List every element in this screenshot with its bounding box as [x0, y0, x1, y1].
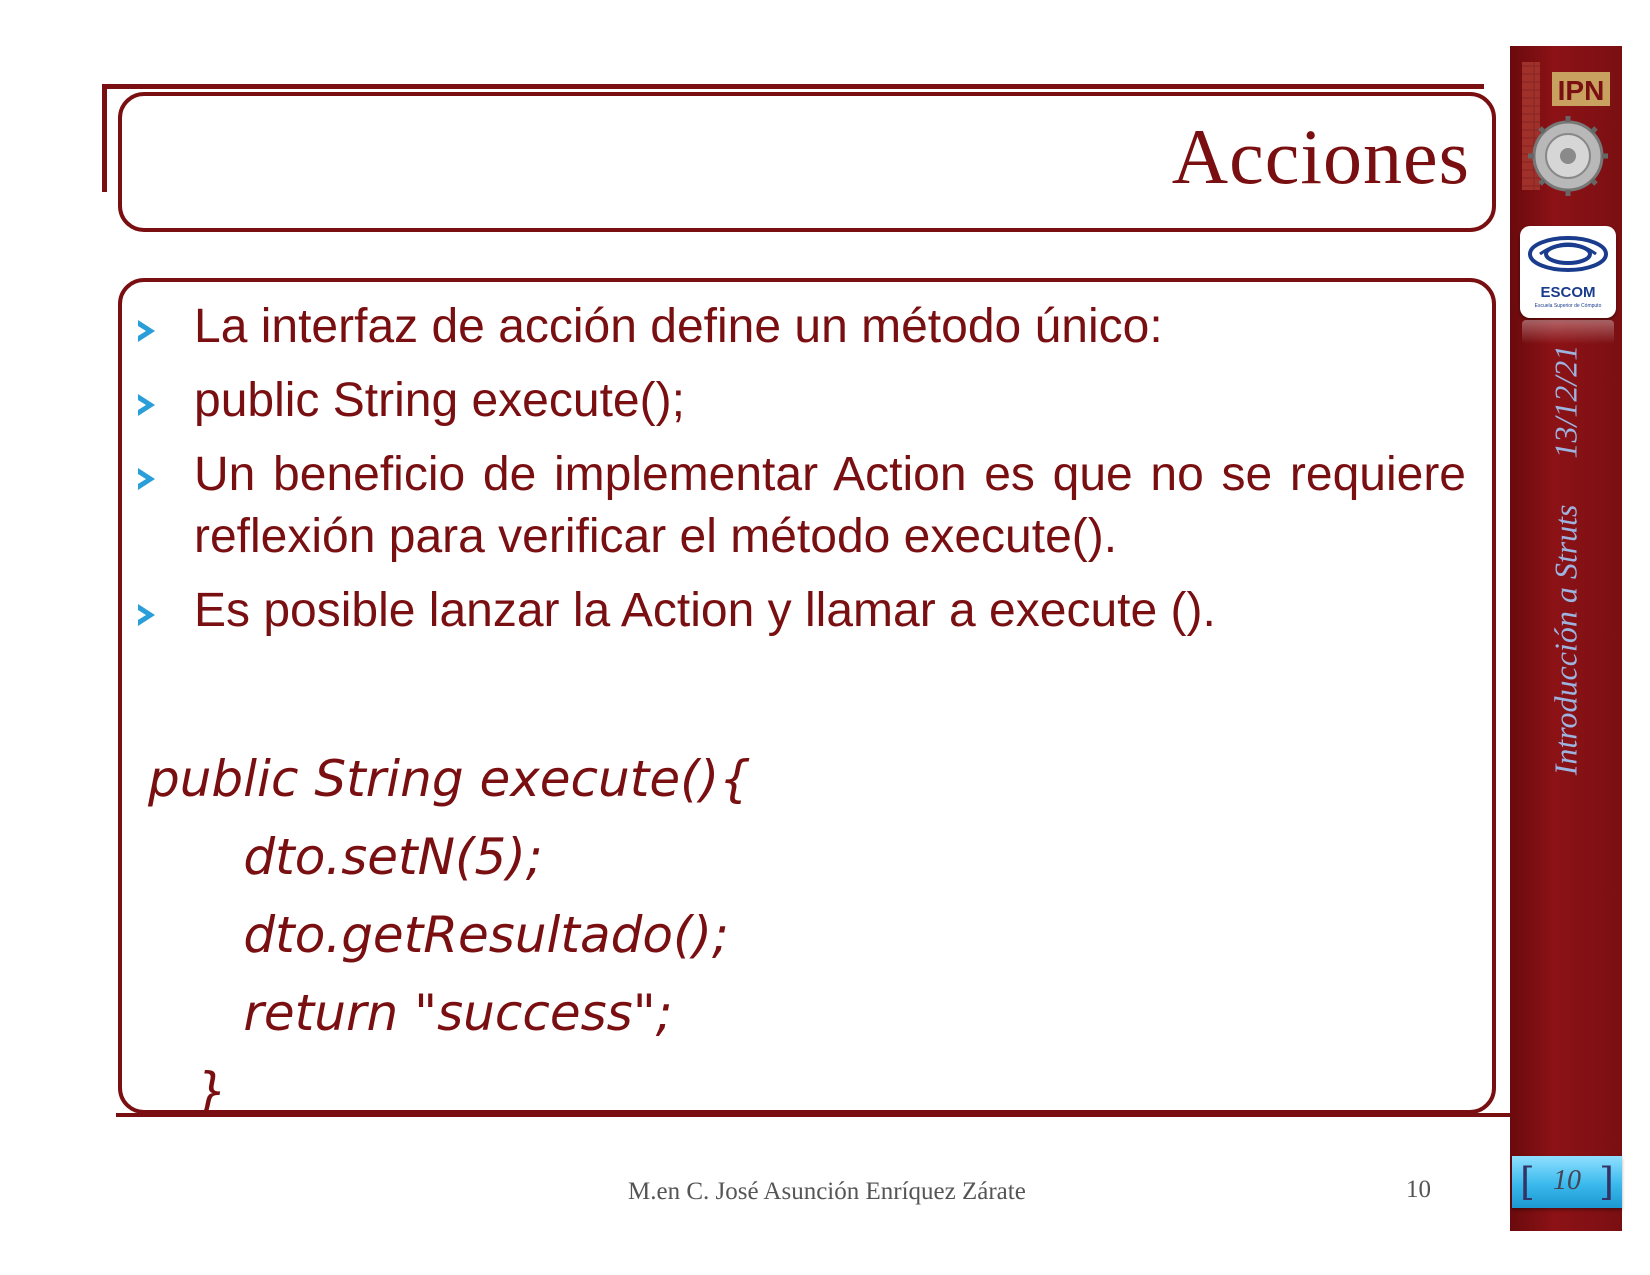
- ipn-logo: IPN: [1522, 62, 1610, 196]
- footer-author: M.en C. José Asunción Enríquez Zárate: [628, 1178, 1026, 1205]
- title-box: Acciones: [118, 92, 1496, 232]
- bullet-text: Un beneficio de implementar Action es qu…: [194, 448, 1466, 563]
- frame-top-line: [102, 84, 1484, 89]
- bracket-left-icon: [: [1520, 1160, 1535, 1204]
- footer-page-number: 10: [1406, 1176, 1431, 1203]
- bullet-item: La interfaz de acción define un método ú…: [136, 296, 1466, 358]
- escom-logo: ESCOM Escuela Superior de Cómputo: [1520, 226, 1616, 318]
- frame-bottom-line: [116, 1113, 1554, 1117]
- course-title: Introducción a Struts: [1547, 504, 1584, 776]
- content-box: La interfaz de acción define un método ú…: [118, 278, 1496, 1120]
- code-sample: public String execute(){ dto.setN(5); dt…: [148, 750, 751, 1120]
- svg-text:IPN: IPN: [1558, 75, 1605, 106]
- bullet-arrow-icon: [138, 320, 155, 342]
- page-badge: [ 10 ]: [1512, 1156, 1622, 1208]
- sidebar-vertical-caption: Introducción a Struts 13/12/21: [1548, 345, 1585, 776]
- bullet-text: La interfaz de acción define un método ú…: [194, 300, 1163, 353]
- escom-logo-reflection: [1522, 320, 1614, 344]
- bullet-arrow-icon: [138, 468, 155, 490]
- bullet-item: public String execute();: [136, 370, 1466, 432]
- slide-title: Acciones: [1171, 113, 1470, 200]
- bracket-right-icon: ]: [1599, 1160, 1614, 1204]
- escom-logo-text: ESCOM: [1540, 284, 1596, 301]
- escom-emblem-icon: [1528, 236, 1608, 272]
- bullet-arrow-icon: [138, 604, 155, 626]
- escom-logo-subtext: Escuela Superior de Cómputo: [1534, 303, 1602, 309]
- bullet-item: Un beneficio de implementar Action es qu…: [136, 444, 1466, 568]
- page-badge-number: 10: [1553, 1165, 1581, 1196]
- slide-date: 13/12/21: [1547, 344, 1584, 459]
- bullet-text: Es posible lanzar la Action y llamar a e…: [194, 584, 1216, 637]
- bullet-item: Es posible lanzar la Action y llamar a e…: [136, 580, 1466, 642]
- bullet-text: public String execute();: [194, 374, 685, 427]
- bullet-list: La interfaz de acción define un método ú…: [136, 296, 1466, 642]
- bullet-arrow-icon: [138, 394, 155, 416]
- frame-left-line: [102, 84, 107, 192]
